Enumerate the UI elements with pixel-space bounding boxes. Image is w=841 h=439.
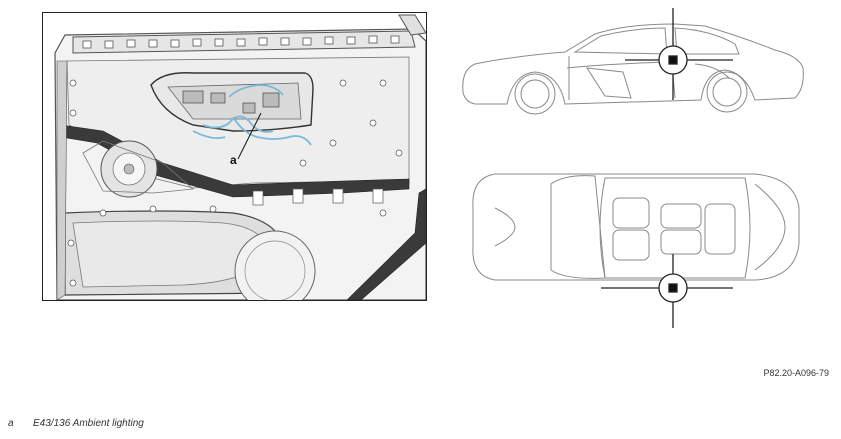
door-panel-icon: [54, 14, 426, 300]
location-marker-icon: [601, 254, 733, 328]
car-views-icon: [462, 8, 804, 328]
location-marker-icon: [625, 8, 733, 100]
vehicle-locator-views: [455, 8, 815, 333]
car-side-view: [462, 23, 804, 115]
legend-key: a: [8, 418, 14, 429]
car-top-view: [472, 173, 800, 281]
legend-text: E43/136 Ambient lighting: [33, 418, 144, 429]
figure-reference-code: P82.20-A096-79: [763, 368, 829, 378]
legend-item: a E43/136 Ambient lighting: [8, 418, 144, 429]
door-panel-illustration: a: [42, 12, 427, 301]
callout-label-a: a: [230, 153, 237, 167]
